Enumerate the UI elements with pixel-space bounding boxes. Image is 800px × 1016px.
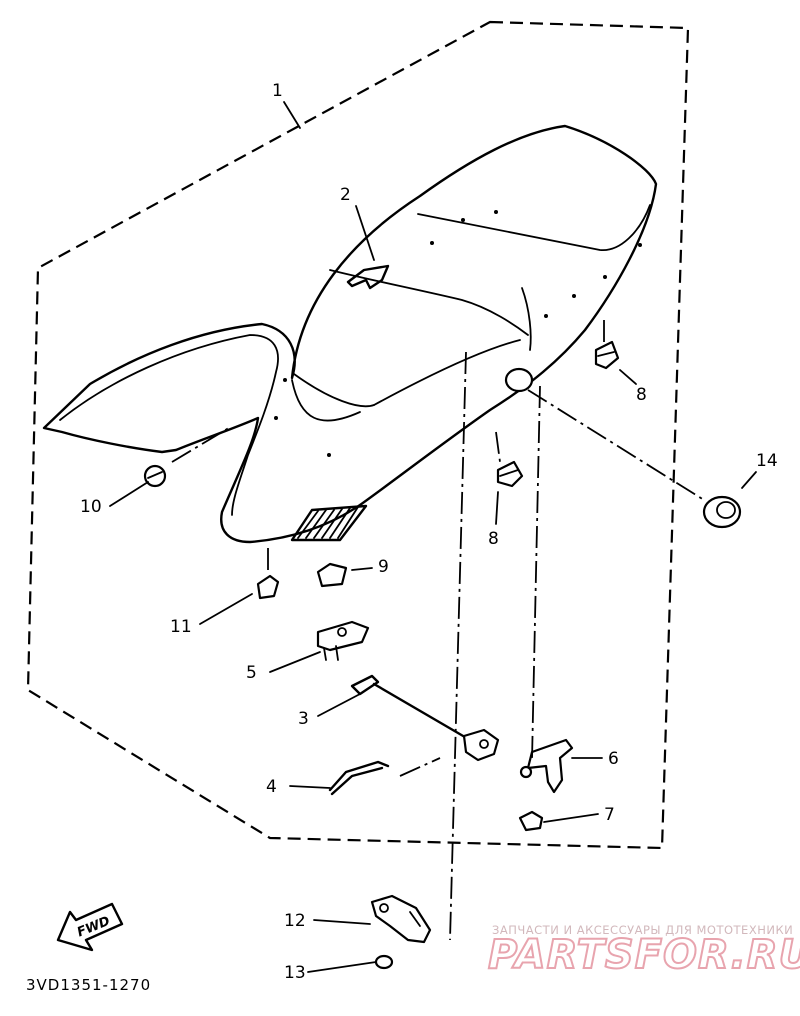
callout-6: 6 [608,749,619,769]
cable-3 [350,674,500,762]
damper-9 [316,562,348,588]
seat-tail-rim [59,334,279,516]
callout-5: 5 [246,663,257,683]
callout-11: 11 [170,617,192,637]
callout-14: 14 [756,451,778,471]
seat-detail-marks [274,210,642,457]
washer-13 [374,954,394,970]
callout-8-lower: 8 [488,529,499,549]
seat-lock-hole [504,367,534,393]
damper-11 [256,574,280,600]
callout-2: 2 [340,185,351,205]
seat-assembly [42,124,658,544]
damper-8-upper [594,340,620,370]
seat-seam-rider [373,339,521,406]
callout-4: 4 [266,777,277,797]
callout-1: 1 [272,81,283,101]
watermark-tagline: ЗАПЧАСТИ И АКСЕССУАРЫ ДЛЯ МОТОТЕХНИКИ [492,923,793,937]
seat-grip-hatch [290,504,368,542]
axis-lock-line [449,351,467,941]
bracket-5 [316,620,370,661]
grommet-14 [702,495,742,529]
seat-seam-ridge [293,373,375,408]
seat-hook [346,264,390,290]
damper-8-lower [496,460,524,488]
drawing-code: 3VD1351-1270 [26,976,151,994]
callout-9: 9 [378,557,389,577]
fwd-arrow: FWD [56,902,124,952]
leader-lines [109,101,757,973]
axis-hole-line [531,385,541,761]
plate-6 [519,738,574,794]
callout-10: 10 [80,497,102,517]
callout-8-upper: 8 [636,385,647,405]
nut-7 [518,810,544,832]
damper-10 [143,464,167,488]
lock-12 [370,894,432,944]
seat-flange [291,379,361,422]
seat-outline [42,124,658,544]
axis-clip-line [399,757,441,777]
callout-12: 12 [284,911,306,931]
axis-damper10-line [171,425,233,463]
axis-damper8b-line [495,431,501,463]
assembly-boundary [26,20,690,850]
axis-grommet-line [527,389,705,501]
callout-13: 13 [284,963,306,983]
clip-4 [328,760,390,796]
seat-seam-side [521,287,532,351]
seat-seam-rear [417,204,651,251]
callout-7: 7 [604,805,615,825]
watermark-logo: PARTSFOR.RU [488,932,800,978]
seat-seam-step [329,269,529,336]
callout-3: 3 [298,709,309,729]
